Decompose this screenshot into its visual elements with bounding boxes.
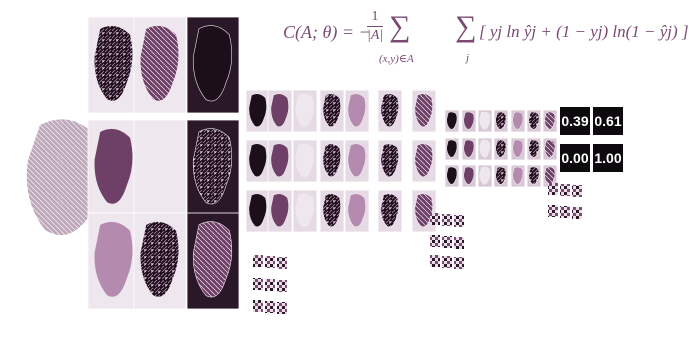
pattern-patch bbox=[560, 206, 570, 218]
pattern-patch bbox=[454, 257, 464, 269]
tissue-silhouette bbox=[512, 139, 524, 158]
tissue-silhouette bbox=[347, 193, 366, 228]
tissue-silhouette bbox=[270, 93, 289, 128]
tissue-silhouette bbox=[380, 93, 399, 128]
tissue-silhouette bbox=[528, 111, 540, 130]
pattern-patch bbox=[454, 215, 464, 227]
tissue-silhouette bbox=[322, 93, 341, 128]
pattern-patch bbox=[442, 214, 452, 226]
tissue-silhouette bbox=[322, 143, 341, 178]
tissue-silhouette bbox=[295, 93, 314, 128]
formula-lhs: C(A; θ) = − bbox=[283, 22, 371, 42]
tissue-silhouette bbox=[322, 193, 341, 228]
pattern-patch bbox=[253, 255, 263, 267]
formula-outer-sum: ∑ bbox=[389, 10, 411, 43]
tissue-silhouette bbox=[463, 166, 475, 185]
cnn-feature-map-diagram: C(A; θ) = − 1 |A| ∑ (x,y)∈A ∑ j [ yj ln … bbox=[26, 8, 689, 314]
formula-inner-sum-subscript: j bbox=[466, 52, 470, 64]
tissue-silhouette bbox=[528, 166, 540, 185]
input-tissue bbox=[26, 119, 99, 235]
pattern-patch bbox=[454, 237, 464, 249]
pattern-patch bbox=[277, 257, 287, 269]
pattern-patch bbox=[277, 302, 287, 314]
tissue-silhouette bbox=[495, 139, 507, 158]
formula-outer-sum-subscript: (x,y)∈A bbox=[379, 53, 414, 65]
output-probability: 0.39 bbox=[560, 107, 590, 135]
pattern-patch bbox=[548, 205, 558, 217]
tissue-silhouette bbox=[528, 139, 540, 158]
tissue-silhouette bbox=[248, 93, 267, 128]
tissue-silhouette bbox=[544, 139, 556, 158]
pattern-patch bbox=[265, 301, 275, 313]
tissue-silhouette bbox=[414, 93, 433, 128]
tissue-silhouette bbox=[512, 166, 524, 185]
pattern-patch bbox=[430, 213, 440, 225]
tissue-silhouette bbox=[93, 221, 134, 298]
tissue-silhouette bbox=[446, 166, 458, 185]
pattern-patch bbox=[560, 184, 570, 196]
tissue-silhouette bbox=[479, 166, 491, 185]
tissue-silhouette bbox=[479, 111, 491, 130]
input-image bbox=[26, 119, 99, 235]
pattern-patch bbox=[572, 207, 582, 219]
pattern-patch bbox=[253, 300, 263, 312]
tissue-silhouette bbox=[446, 111, 458, 130]
tissue-silhouette bbox=[495, 111, 507, 130]
tissue-silhouette bbox=[139, 25, 180, 102]
loss-formula: C(A; θ) = − 1 |A| ∑ (x,y)∈A ∑ j [ yj ln … bbox=[283, 8, 689, 70]
tissue-silhouette bbox=[139, 128, 180, 205]
tissue-silhouette bbox=[93, 25, 134, 102]
pattern-patch bbox=[430, 235, 440, 247]
tissue-silhouette bbox=[512, 111, 524, 130]
tissue-silhouette bbox=[446, 139, 458, 158]
formula-rhs: [ yj ln ŷj + (1 − yj) ln(1 − ŷj) ] bbox=[479, 22, 689, 41]
tissue-silhouette bbox=[270, 193, 289, 228]
pattern-patch bbox=[442, 236, 452, 248]
tissue-silhouette bbox=[248, 193, 267, 228]
tissue-silhouette bbox=[479, 139, 491, 158]
pattern-patch bbox=[253, 278, 263, 290]
tissue-silhouette bbox=[463, 139, 475, 158]
pattern-patch bbox=[277, 280, 287, 292]
tissue-silhouette bbox=[380, 143, 399, 178]
formula-fraction-denominator: |A| bbox=[367, 28, 384, 43]
tissue-silhouette bbox=[248, 143, 267, 178]
pattern-patch bbox=[442, 256, 452, 268]
tissue-silhouette bbox=[380, 193, 399, 228]
pattern-patch bbox=[572, 185, 582, 197]
feature-map-layers bbox=[26, 16, 582, 314]
pattern-patch bbox=[265, 256, 275, 268]
tissue-silhouette bbox=[295, 193, 314, 228]
pattern-patch bbox=[548, 183, 558, 195]
tissue-silhouette bbox=[270, 143, 289, 178]
tissue-silhouette bbox=[295, 143, 314, 178]
formula-inner-sum: ∑ bbox=[455, 10, 477, 43]
tissue-silhouette bbox=[139, 221, 180, 298]
tissue-silhouette bbox=[192, 128, 233, 205]
tissue-silhouette bbox=[495, 166, 507, 185]
tissue-silhouette bbox=[347, 93, 366, 128]
output-probability: 1.00 bbox=[593, 144, 623, 172]
tissue-silhouette bbox=[544, 111, 556, 130]
tissue-silhouette bbox=[192, 25, 233, 102]
tissue-silhouette bbox=[544, 166, 556, 185]
formula-fraction: 1 |A| bbox=[367, 8, 383, 45]
tissue-silhouette bbox=[192, 221, 233, 298]
pattern-patch bbox=[430, 255, 440, 267]
formula-fraction-numerator: 1 bbox=[367, 8, 383, 27]
tissue-silhouette bbox=[347, 143, 366, 178]
tissue-silhouette bbox=[414, 143, 433, 178]
tissue-silhouette bbox=[463, 111, 475, 130]
output-probability: 0.00 bbox=[560, 144, 590, 172]
output-probability: 0.61 bbox=[593, 107, 623, 135]
pattern-patch bbox=[265, 279, 275, 291]
tissue-silhouette bbox=[93, 128, 134, 205]
